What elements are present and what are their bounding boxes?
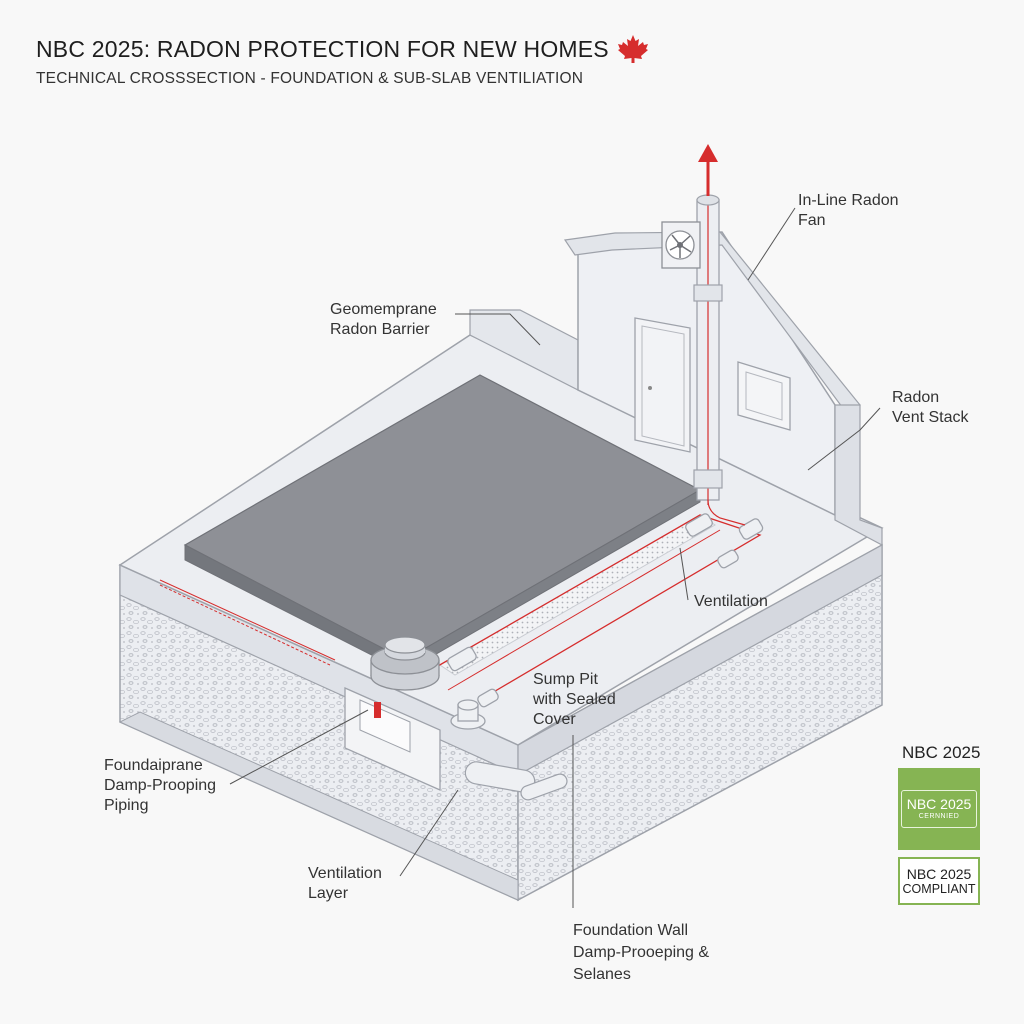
label-wall-line2: Damp-Prooeping & bbox=[573, 944, 710, 961]
foundation-block bbox=[118, 543, 883, 902]
radon-barrier bbox=[159, 374, 702, 673]
radon-fan-icon bbox=[661, 221, 701, 269]
label-vent-layer: Ventilation Layer bbox=[308, 864, 382, 904]
label-barrier-line2: Radon Barrier bbox=[330, 321, 430, 338]
leader-lines bbox=[229, 207, 881, 908]
certified-badge: NBC 2025 CERNNIED bbox=[898, 768, 980, 850]
label-stack-line1: Radon bbox=[892, 389, 940, 406]
label-wall-line3: Selanes bbox=[573, 966, 631, 983]
label-vent-layer-line2: Layer bbox=[308, 885, 349, 902]
label-barrier: Geomemprane Radon Barrier bbox=[330, 300, 437, 340]
label-sump-line3: Cover bbox=[533, 711, 576, 728]
compliant-badge: NBC 2025 COMPLIANT bbox=[898, 857, 980, 905]
label-stack: Radon Vent Stack bbox=[892, 388, 969, 428]
label-piping-line3: Piping bbox=[104, 797, 149, 814]
compliant-badge-title: NBC 2025 bbox=[906, 865, 972, 882]
label-ventilation: Ventilation bbox=[694, 593, 768, 610]
badge-heading: NBC 2025 bbox=[902, 743, 981, 762]
certified-badge-sub: CERNNIED bbox=[918, 813, 960, 820]
sump-pit bbox=[344, 636, 441, 791]
label-fan: In-Line Radon Fan bbox=[798, 191, 899, 231]
label-barrier-line1: Geomemprane bbox=[330, 301, 437, 318]
label-sump: Sump Pit with Sealed Cover bbox=[533, 670, 616, 730]
label-wall: Foundation Wall Damp-Prooeping & Selanes bbox=[573, 920, 709, 986]
label-piping: Foundaiprane Damp-Prooping Piping bbox=[104, 756, 216, 816]
vent-channel bbox=[404, 514, 762, 701]
maple-leaf-icon bbox=[617, 35, 648, 63]
label-piping-line1: Foundaiprane bbox=[104, 757, 203, 774]
certified-badge-title: NBC 2025 bbox=[906, 796, 972, 812]
label-stack-line2: Vent Stack bbox=[892, 409, 969, 426]
certified-badge-inner: NBC 2025 CERNNIED bbox=[901, 790, 977, 828]
label-fan-line2: Fan bbox=[798, 212, 826, 229]
vent-stack bbox=[693, 144, 746, 526]
compliant-badge-sub: COMPLIANT bbox=[902, 881, 976, 896]
header: NBC 2025: RADON PROTECTION FOR NEW HOMES… bbox=[36, 34, 649, 88]
page-title: NBC 2025: RADON PROTECTION FOR NEW HOMES bbox=[36, 34, 649, 64]
label-fan-line1: In-Line Radon bbox=[798, 192, 899, 209]
label-sump-line2: with Sealed bbox=[533, 691, 616, 708]
drain-pipe bbox=[464, 761, 568, 801]
label-wall-line1: Foundation Wall bbox=[573, 922, 689, 939]
label-sump-line1: Sump Pit bbox=[533, 671, 598, 688]
page-subtitle: TECHNICAL CROSSSECTION - FOUNDATION & SU… bbox=[36, 70, 584, 87]
label-piping-line2: Damp-Prooping bbox=[104, 777, 217, 794]
page-title-text: NBC 2025: RADON PROTECTION FOR NEW HOMES bbox=[36, 35, 609, 62]
label-vent-layer-line1: Ventilation bbox=[308, 865, 382, 882]
sub-slab-piping bbox=[447, 513, 764, 730]
